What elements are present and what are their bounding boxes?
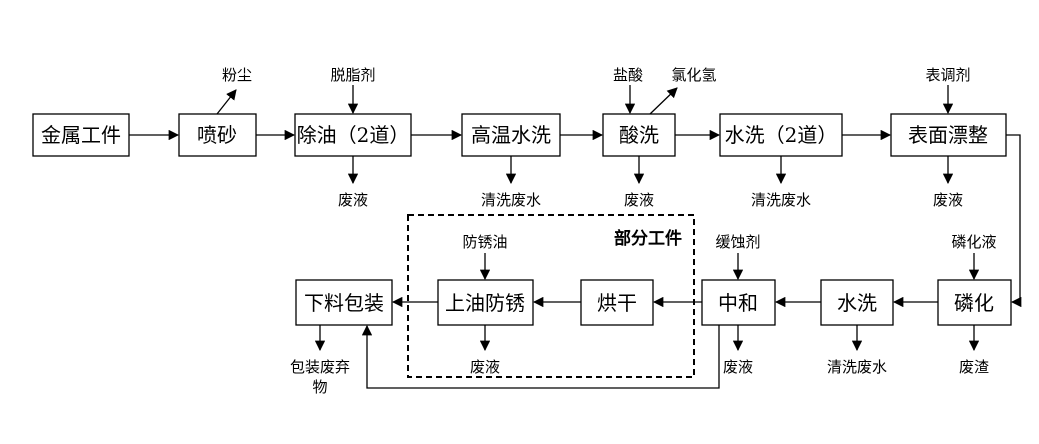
node-metal-workpiece: 金属工件 (32, 113, 130, 157)
svg-text:喷砂: 喷砂 (197, 123, 237, 147)
label-waste-liquid-2: 废液 (624, 191, 654, 209)
label-conditioner: 表调剂 (925, 66, 970, 84)
label-phosphating-liquid: 磷化液 (951, 233, 996, 251)
side-arrows (216, 85, 980, 352)
main-flow-arrows-row1 (129, 129, 1022, 308)
svg-text:高温水洗: 高温水洗 (471, 123, 551, 147)
label-waste-liquid-1: 废液 (338, 191, 368, 209)
svg-text:磷化: 磷化 (954, 291, 994, 315)
label-waste-liquid-3: 废液 (933, 191, 963, 209)
svg-text:下料包装: 下料包装 (304, 291, 384, 315)
node-degrease: 除油（2道） (294, 113, 412, 157)
node-neutralize: 中和 (701, 279, 776, 326)
node-pickling: 酸洗 (602, 113, 676, 157)
partial-workpiece-region (407, 214, 695, 378)
label-hcl: 盐酸 (613, 66, 643, 84)
node-sandblast: 喷砂 (178, 113, 257, 157)
label-clean-wastewater-2: 清洗废水 (751, 191, 811, 209)
node-hot-wash: 高温水洗 (461, 113, 561, 157)
label-waste-slag: 废渣 (959, 358, 989, 376)
label-inhibitor: 缓蚀剂 (715, 233, 760, 251)
svg-text:中和: 中和 (718, 291, 758, 315)
main-flow-arrows-row2 (361, 296, 938, 389)
node-dry: 烘干 (580, 279, 654, 326)
label-clean-wastewater-1: 清洗废水 (481, 191, 541, 209)
node-surface-condition: 表面漂整 (890, 113, 1007, 157)
node-water-wash-2: 水洗（2道） (719, 113, 843, 157)
node-water-wash: 水洗 (820, 279, 894, 326)
node-unload-pack: 下料包装 (295, 279, 393, 326)
svg-text:表面漂整: 表面漂整 (908, 123, 988, 147)
svg-text:水洗（2道）: 水洗（2道） (725, 123, 838, 147)
svg-text:水洗: 水洗 (837, 291, 877, 315)
label-pack-waste-line1: 包装废弃 (290, 358, 350, 376)
svg-text:烘干: 烘干 (597, 291, 637, 315)
node-phosphating: 磷化 (937, 279, 1012, 326)
svg-text:酸洗: 酸洗 (619, 123, 659, 147)
svg-text:除油（2道）: 除油（2道） (297, 123, 410, 147)
label-clean-wastewater-3: 清洗废水 (827, 358, 887, 376)
node-antirust-oil: 上油防锈 (437, 279, 534, 326)
label-waste-liquid-5: 废液 (470, 358, 500, 376)
svg-text:金属工件: 金属工件 (41, 123, 121, 147)
label-degreaser: 脱脂剂 (330, 66, 375, 84)
svg-text:上油防锈: 上油防锈 (445, 291, 525, 315)
label-waste-liquid-4: 废液 (723, 358, 753, 376)
label-hydrogen-chloride: 氯化氢 (671, 66, 716, 84)
label-pack-waste-line2: 物 (312, 378, 327, 396)
label-antirust-oil-in: 防锈油 (462, 233, 507, 251)
partial-workpiece-label: 部分工件 (614, 228, 682, 249)
label-dust: 粉尘 (222, 66, 252, 84)
